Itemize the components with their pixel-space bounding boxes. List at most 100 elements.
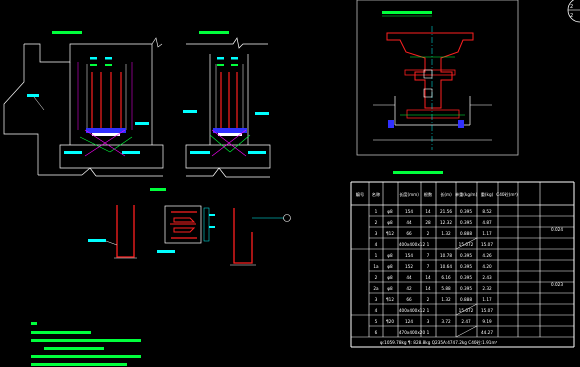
table-cell-weight: 2.32 [482, 286, 492, 291]
table-cell-id: 5 [375, 319, 378, 324]
table-cell-weight: 8.52 [482, 209, 492, 214]
table-cell-unit-weight: 0.888 [460, 297, 472, 302]
table-cell-count: 7 [427, 264, 430, 269]
table-cell-weight: 4.20 [482, 264, 492, 269]
elevation-right [183, 31, 271, 178]
table-cell-length: 44 [406, 275, 412, 280]
table-cell-count: 1 [427, 330, 430, 335]
detail-frame [356, 0, 519, 156]
table-cell-id: 4 [375, 242, 378, 247]
table-cell-count: 28 [425, 220, 431, 225]
table-cell-unit-weight: 0.395 [460, 220, 472, 225]
table-header-cell: 名称 [372, 191, 380, 198]
table-cell-count: 3 [427, 319, 430, 324]
table-header-cell: C40砼(m³) [496, 191, 518, 197]
table-cell-weight: 44.27 [481, 330, 493, 335]
table-cell-unit-weight: 0.395 [460, 253, 472, 258]
table-cell-total-length: 5.88 [441, 286, 451, 291]
table-cell-id: 4 [375, 308, 378, 313]
table-cell-spec: φ8 [387, 286, 393, 291]
table-cell-count: 1 [427, 242, 430, 247]
table-cell-total-length: 1.32 [441, 297, 451, 302]
table-cell-count: 14 [425, 209, 431, 214]
table-cell-id: 1 [375, 209, 378, 214]
table-cell-length: 154 [405, 209, 413, 214]
table-cell-total-length: 3.72 [441, 319, 451, 324]
table-cell-total-length: 1.32 [441, 231, 451, 236]
table-cell-count: 2 [427, 297, 430, 302]
table-cell-id: 6 [375, 330, 378, 335]
table-cell-spec: 400x400x12 [399, 242, 426, 247]
table-concrete-value-2: 0.023 [551, 282, 563, 287]
table-cell-count: 14 [425, 286, 431, 291]
table-cell-id: 2 [375, 220, 378, 225]
table-header-cell: 编号 [356, 191, 364, 198]
table-cell-unit-weight: 0.395 [460, 275, 472, 280]
table-cell-count: 2 [427, 231, 430, 236]
table-cell-length: 154 [405, 253, 413, 258]
notes-title-mark [31, 322, 37, 325]
table-cell-unit-weight: 2.47 [461, 319, 471, 324]
table-cell-length: 66 [406, 231, 412, 236]
table-cell-weight: 9.19 [482, 319, 492, 324]
table-cell-weight: 4.87 [482, 220, 492, 225]
table-footer: φ:1059.78kg ¶: 828.8kg Q235A:4747.2kg C4… [380, 339, 498, 345]
table-cell-unit-weight: 15.072 [459, 308, 474, 313]
table-cell-unit-weight: 0.395 [460, 286, 472, 291]
table-cell-count: 1 [427, 308, 430, 313]
table-concrete-value-1: 0.024 [551, 227, 563, 232]
elevation-left [3, 31, 164, 177]
table-header-cell: 长(m) [440, 191, 452, 198]
table-cell-spec: φ8 [387, 220, 393, 225]
table-cell-id: 2 [375, 275, 378, 280]
table-cell-weight: 1.17 [482, 297, 492, 302]
table-cell-spec: 400x400x12 [399, 308, 426, 313]
table-cell-id: 1a [373, 264, 379, 269]
table-cell-weight: 4.26 [482, 253, 492, 258]
rebar-detail [88, 188, 291, 266]
table-cell-unit-weight: 15.072 [459, 242, 474, 247]
table-cell-weight: 1.17 [482, 231, 492, 236]
table-cell-spec: ¶20 [386, 319, 394, 324]
sheet-number-top: 2 [570, 4, 573, 10]
table-header-cell: 根数 [424, 191, 433, 198]
table-cell-length: 66 [406, 297, 412, 302]
table-header-cell: 重(kg) [481, 191, 494, 197]
table-cell-length: 44 [406, 220, 412, 225]
sheet-number-badge: 2 2 [567, 0, 580, 23]
sheet-number-bottom: 2 [570, 13, 573, 19]
table-cell-id: 1 [375, 253, 378, 258]
table-cell-total-length: 12.32 [440, 220, 452, 225]
table-cell-length: 124 [405, 319, 413, 324]
table-cell-spec: 470x400x20 [399, 330, 426, 335]
table-cell-count: 7 [427, 253, 430, 258]
table-header-cell: 长度(mm) [399, 191, 419, 198]
elevation-left-title [52, 31, 82, 34]
table-cell-id: 3 [375, 297, 378, 302]
table-cell-spec: φ8 [387, 209, 393, 214]
table-cell-spec: ¶12 [386, 297, 394, 302]
table-cell-spec: φ8 [387, 264, 393, 269]
table-cell-spec: φ8 [387, 275, 393, 280]
table-cell-spec: ¶12 [386, 231, 394, 236]
table-cell-weight: 15.07 [481, 242, 493, 247]
table-cell-unit-weight: 0.888 [460, 231, 472, 236]
table-cell-unit-weight: 0.395 [460, 209, 472, 214]
table-cell-id: 3 [375, 231, 378, 236]
table-cell-total-length: 10.78 [440, 253, 452, 258]
table-cell-id: 2a [373, 286, 379, 291]
table-cell-length: 42 [406, 286, 412, 291]
section-detail-top-right [356, 0, 519, 156]
detail-title-bar [382, 11, 432, 14]
table-cell-unit-weight: 0.395 [460, 264, 472, 269]
table-title-bar [393, 171, 443, 174]
table-cell-spec: φ8 [387, 253, 393, 258]
beam-section [386, 32, 474, 109]
table-cell-total-length: 21.56 [440, 209, 452, 214]
table-cell-total-length: 10.64 [440, 264, 452, 269]
notes-block [31, 322, 141, 366]
table-cell-total-length: 6.16 [441, 275, 451, 280]
